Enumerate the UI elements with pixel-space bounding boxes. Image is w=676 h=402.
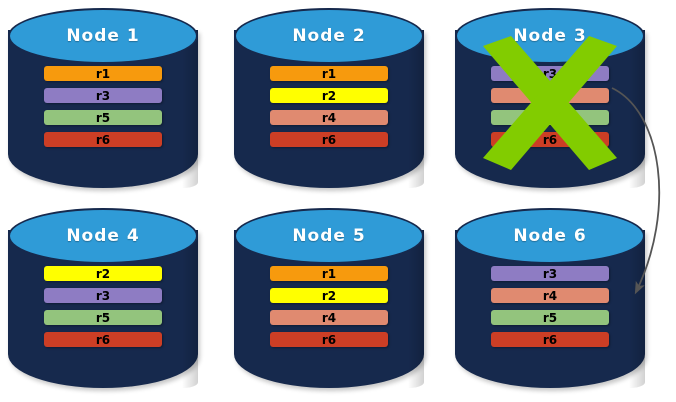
record-label: r4 <box>542 88 558 103</box>
record-list: r1 r2 r4 r6 <box>270 266 388 354</box>
record-bar[interactable]: r6 <box>44 132 162 147</box>
node-4[interactable]: Node 4 r2 r3 r5 r6 <box>8 208 198 388</box>
record-bar[interactable]: r4 <box>491 88 609 103</box>
node-title: Node 1 <box>66 26 140 46</box>
record-bar[interactable]: r6 <box>491 332 609 347</box>
cylinder-top: Node 2 <box>234 8 424 64</box>
record-label: r3 <box>542 266 558 281</box>
record-label: r1 <box>95 66 111 81</box>
record-list: r1 r2 r4 r6 <box>270 66 388 154</box>
record-list: r1 r3 r5 r6 <box>44 66 162 154</box>
node-title: Node 2 <box>292 26 366 46</box>
record-label: r6 <box>542 132 558 147</box>
record-list: r3 r4 r5 r6 <box>491 66 609 154</box>
record-label: r6 <box>542 332 558 347</box>
record-bar[interactable]: r6 <box>270 132 388 147</box>
record-bar[interactable]: r5 <box>491 310 609 325</box>
record-bar[interactable]: r3 <box>491 266 609 281</box>
cylinder-top: Node 3 <box>455 8 645 64</box>
cylinder-top: Node 6 <box>455 208 645 264</box>
node-1[interactable]: Node 1 r1 r3 r5 r6 <box>8 8 198 188</box>
record-bar[interactable]: r4 <box>270 310 388 325</box>
record-label: r2 <box>95 266 111 281</box>
cylinder-top: Node 4 <box>8 208 198 264</box>
record-bar[interactable]: r5 <box>44 110 162 125</box>
record-label: r5 <box>542 310 558 325</box>
record-label: r3 <box>95 88 111 103</box>
record-bar[interactable]: r1 <box>270 66 388 81</box>
node-3[interactable]: Node 3 r3 r4 r5 r6 <box>455 8 645 188</box>
record-bar[interactable]: r2 <box>270 88 388 103</box>
record-list: r3 r4 r5 r6 <box>491 266 609 354</box>
record-label: r2 <box>321 288 337 303</box>
record-bar[interactable]: r3 <box>44 88 162 103</box>
record-bar[interactable]: r2 <box>44 266 162 281</box>
record-label: r2 <box>321 88 337 103</box>
record-bar[interactable]: r1 <box>270 266 388 281</box>
record-bar[interactable]: r6 <box>44 332 162 347</box>
record-bar[interactable]: r3 <box>491 66 609 81</box>
record-bar[interactable]: r6 <box>491 132 609 147</box>
record-bar[interactable]: r4 <box>270 110 388 125</box>
record-label: r3 <box>542 66 558 81</box>
node-title: Node 4 <box>66 226 140 246</box>
node-6[interactable]: Node 6 r3 r4 r5 r6 <box>455 208 645 388</box>
record-label: r6 <box>95 132 111 147</box>
record-label: r6 <box>95 332 111 347</box>
record-label: r3 <box>95 288 111 303</box>
record-list: r2 r3 r5 r6 <box>44 266 162 354</box>
node-2[interactable]: Node 2 r1 r2 r4 r6 <box>234 8 424 188</box>
record-bar[interactable]: r5 <box>491 110 609 125</box>
record-label: r5 <box>542 110 558 125</box>
node-5[interactable]: Node 5 r1 r2 r4 r6 <box>234 208 424 388</box>
record-label: r4 <box>321 310 337 325</box>
record-bar[interactable]: r6 <box>270 332 388 347</box>
record-label: r4 <box>321 110 337 125</box>
record-label: r5 <box>95 310 111 325</box>
node-title: Node 6 <box>513 226 587 246</box>
record-bar[interactable]: r4 <box>491 288 609 303</box>
record-bar[interactable]: r2 <box>270 288 388 303</box>
cylinder-top: Node 5 <box>234 208 424 264</box>
record-label: r4 <box>542 288 558 303</box>
node-title: Node 3 <box>513 26 587 46</box>
record-label: r6 <box>321 132 337 147</box>
record-label: r1 <box>321 66 337 81</box>
record-label: r6 <box>321 332 337 347</box>
cylinder-top: Node 1 <box>8 8 198 64</box>
record-bar[interactable]: r5 <box>44 310 162 325</box>
record-bar[interactable]: r1 <box>44 66 162 81</box>
record-label: r1 <box>321 266 337 281</box>
record-bar[interactable]: r3 <box>44 288 162 303</box>
record-label: r5 <box>95 110 111 125</box>
node-title: Node 5 <box>292 226 366 246</box>
